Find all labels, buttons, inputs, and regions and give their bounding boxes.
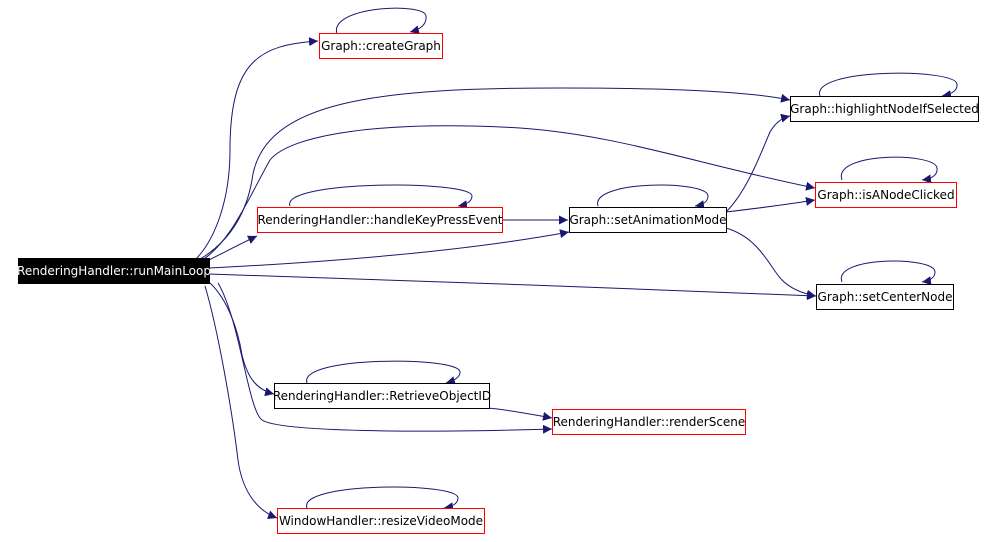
node-label: Graph::setCenterNode [817, 290, 953, 304]
self-loop-isanodeclicked [841, 156, 938, 184]
edge-runmainloop-handlekeypressevent [204, 235, 258, 263]
node-graph-set-animation-mode[interactable]: Graph::setAnimationMode [569, 207, 727, 233]
edge-retrieveobjectid-renderscene [487, 407, 553, 421]
self-loop-setanimationmode [597, 184, 709, 210]
node-graph-is-a-node-clicked[interactable]: Graph::isANodeClicked [815, 182, 957, 208]
edge-runmainloop-retrieveobjectid [209, 282, 275, 397]
node-label: RenderingHandler::runMainLoop [17, 264, 211, 278]
edge-runmainloop-setcenternode [208, 273, 817, 301]
self-loop-highlightnodeifselected [819, 72, 958, 99]
node-rendering-handler-handle-key-press-event[interactable]: RenderingHandler::handleKeyPressEvent [257, 207, 503, 233]
edge-setanimationmode-highlightnodeifselected [725, 113, 791, 213]
edge-runmainloop-resizevideomode [204, 285, 278, 519]
node-label: Graph::isANodeClicked [817, 188, 955, 202]
node-graph-set-center-node[interactable]: Graph::setCenterNode [816, 284, 954, 310]
edge-setanimationmode-isanodeclicked [725, 196, 816, 213]
self-loop-setcenternode [841, 260, 936, 286]
self-loop-creategraph [336, 7, 427, 35]
node-graph-highlight-node-if-selected[interactable]: Graph::highlightNodeIfSelected [790, 96, 979, 122]
node-label: RenderingHandler::RetrieveObjectID [272, 389, 492, 403]
edge-setanimationmode-setcenternode [725, 227, 817, 299]
node-rendering-handler-render-scene[interactable]: RenderingHandler::renderScene [552, 409, 746, 435]
node-label: Graph::createGraph [321, 39, 441, 53]
edge-runmainloop-setanimationmode [208, 229, 570, 269]
node-window-handler-resize-video-mode[interactable]: WindowHandler::resizeVideoMode [277, 508, 485, 534]
self-loop-resizevideomode [306, 486, 459, 512]
node-label: RenderingHandler::handleKeyPressEvent [257, 213, 503, 227]
node-label: RenderingHandler::renderScene [552, 415, 746, 429]
node-label: WindowHandler::resizeVideoMode [278, 514, 484, 528]
node-label: Graph::setAnimationMode [569, 213, 727, 227]
node-label: Graph::highlightNodeIfSelected [790, 102, 979, 116]
edge-runmainloop-isanodeclicked [198, 125, 816, 263]
edge-runmainloop-creategraph [194, 37, 319, 261]
edge-runmainloop-renderscene [217, 282, 553, 434]
edge-runmainloop-highlightnodeifselected [196, 87, 791, 262]
self-loop-retrieveobjectid [306, 360, 461, 385]
node-graph-create-graph[interactable]: Graph::createGraph [319, 33, 443, 59]
self-loop-handlekeypressevent [289, 184, 473, 210]
node-rendering-handler-run-main-loop[interactable]: RenderingHandler::runMainLoop [17, 258, 211, 284]
node-rendering-handler-retrieve-object-id[interactable]: RenderingHandler::RetrieveObjectID [272, 383, 492, 409]
